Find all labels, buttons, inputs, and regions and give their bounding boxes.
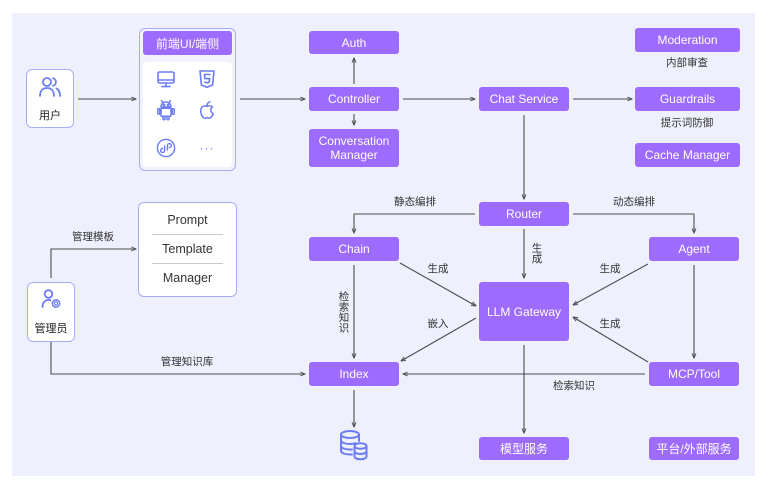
more-icon: ··· [199,141,215,155]
admin-actor: 管理员 [27,282,75,342]
node-chain: Chain [309,237,399,261]
moderation-note: 内部审查 [666,57,708,69]
node-chat-service: Chat Service [479,87,569,111]
node-index: Index [309,362,399,386]
mini-program-icon [156,138,176,158]
edge-admin-prompt-manager [50,249,136,278]
edge-router-chain [354,213,475,233]
edge-mcp-tool-llm-gateway [573,317,649,363]
android-icon [156,98,176,122]
edge-chain-llm-gateway [399,262,476,306]
node-agent: Agent [649,237,739,261]
edge-label-dynamic-orchestration: 动态编排 [613,196,655,208]
edge-router-agent [573,213,694,233]
node-llm-gateway: LLM Gateway [479,282,569,341]
edge-llm-gateway-index [401,317,477,361]
guardrails-note: 提示词防御 [660,117,714,129]
edge-label-manage-templates: 管理模板 [72,231,114,243]
node-router: Router [479,202,569,226]
node-controller: Controller [309,87,399,111]
user-actor: 用户 [26,69,74,128]
edge-label-chain-retrieve: 检索知识 [337,291,350,333]
user-gear-icon [40,289,62,309]
admin-label: 管理员 [34,323,68,335]
node-guardrails: Guardrails [635,87,740,111]
prompt-template-manager: Prompt Template Manager [138,202,237,297]
node-model-service: 模型服务 [479,437,569,460]
html5-icon [197,69,217,89]
user-label: 用户 [39,110,61,122]
node-auth: Auth [309,31,399,54]
node-conversation-manager: Conversation Manager [309,129,399,167]
divider [152,263,223,264]
edge-label-embed: 嵌入 [427,318,449,330]
edge-label-mcp-retrieve: 检索知识 [553,380,595,392]
node-mcp-tool: MCP/Tool [649,362,739,386]
node-external-service: 平台/外部服务 [649,437,739,460]
prompt-manager-line-2: Template [162,242,213,256]
prompt-manager-line-3: Manager [162,271,213,285]
apple-icon [197,98,217,122]
edge-label-chain-generate: 生成 [427,263,449,275]
edge-agent-llm-gateway [573,263,649,305]
edge-label-router-generate: 生成 [530,242,543,264]
edge-label-static-orchestration: 静态编排 [394,196,436,208]
edge-label-manage-knowledge: 管理知识库 [160,356,214,368]
node-cache-manager: Cache Manager [635,143,740,167]
prompt-manager-line-1: Prompt [167,213,208,227]
divider [152,234,223,235]
desktop-icon [156,69,176,89]
frontend-title: 前端UI/端侧 [143,31,232,55]
edge-admin-index [50,342,305,374]
node-moderation: Moderation [635,28,740,52]
database-icon [338,429,370,461]
edge-label-agent-generate: 生成 [599,263,621,275]
edge-label-mcp-generate: 生成 [599,318,621,330]
users-icon [38,76,62,98]
